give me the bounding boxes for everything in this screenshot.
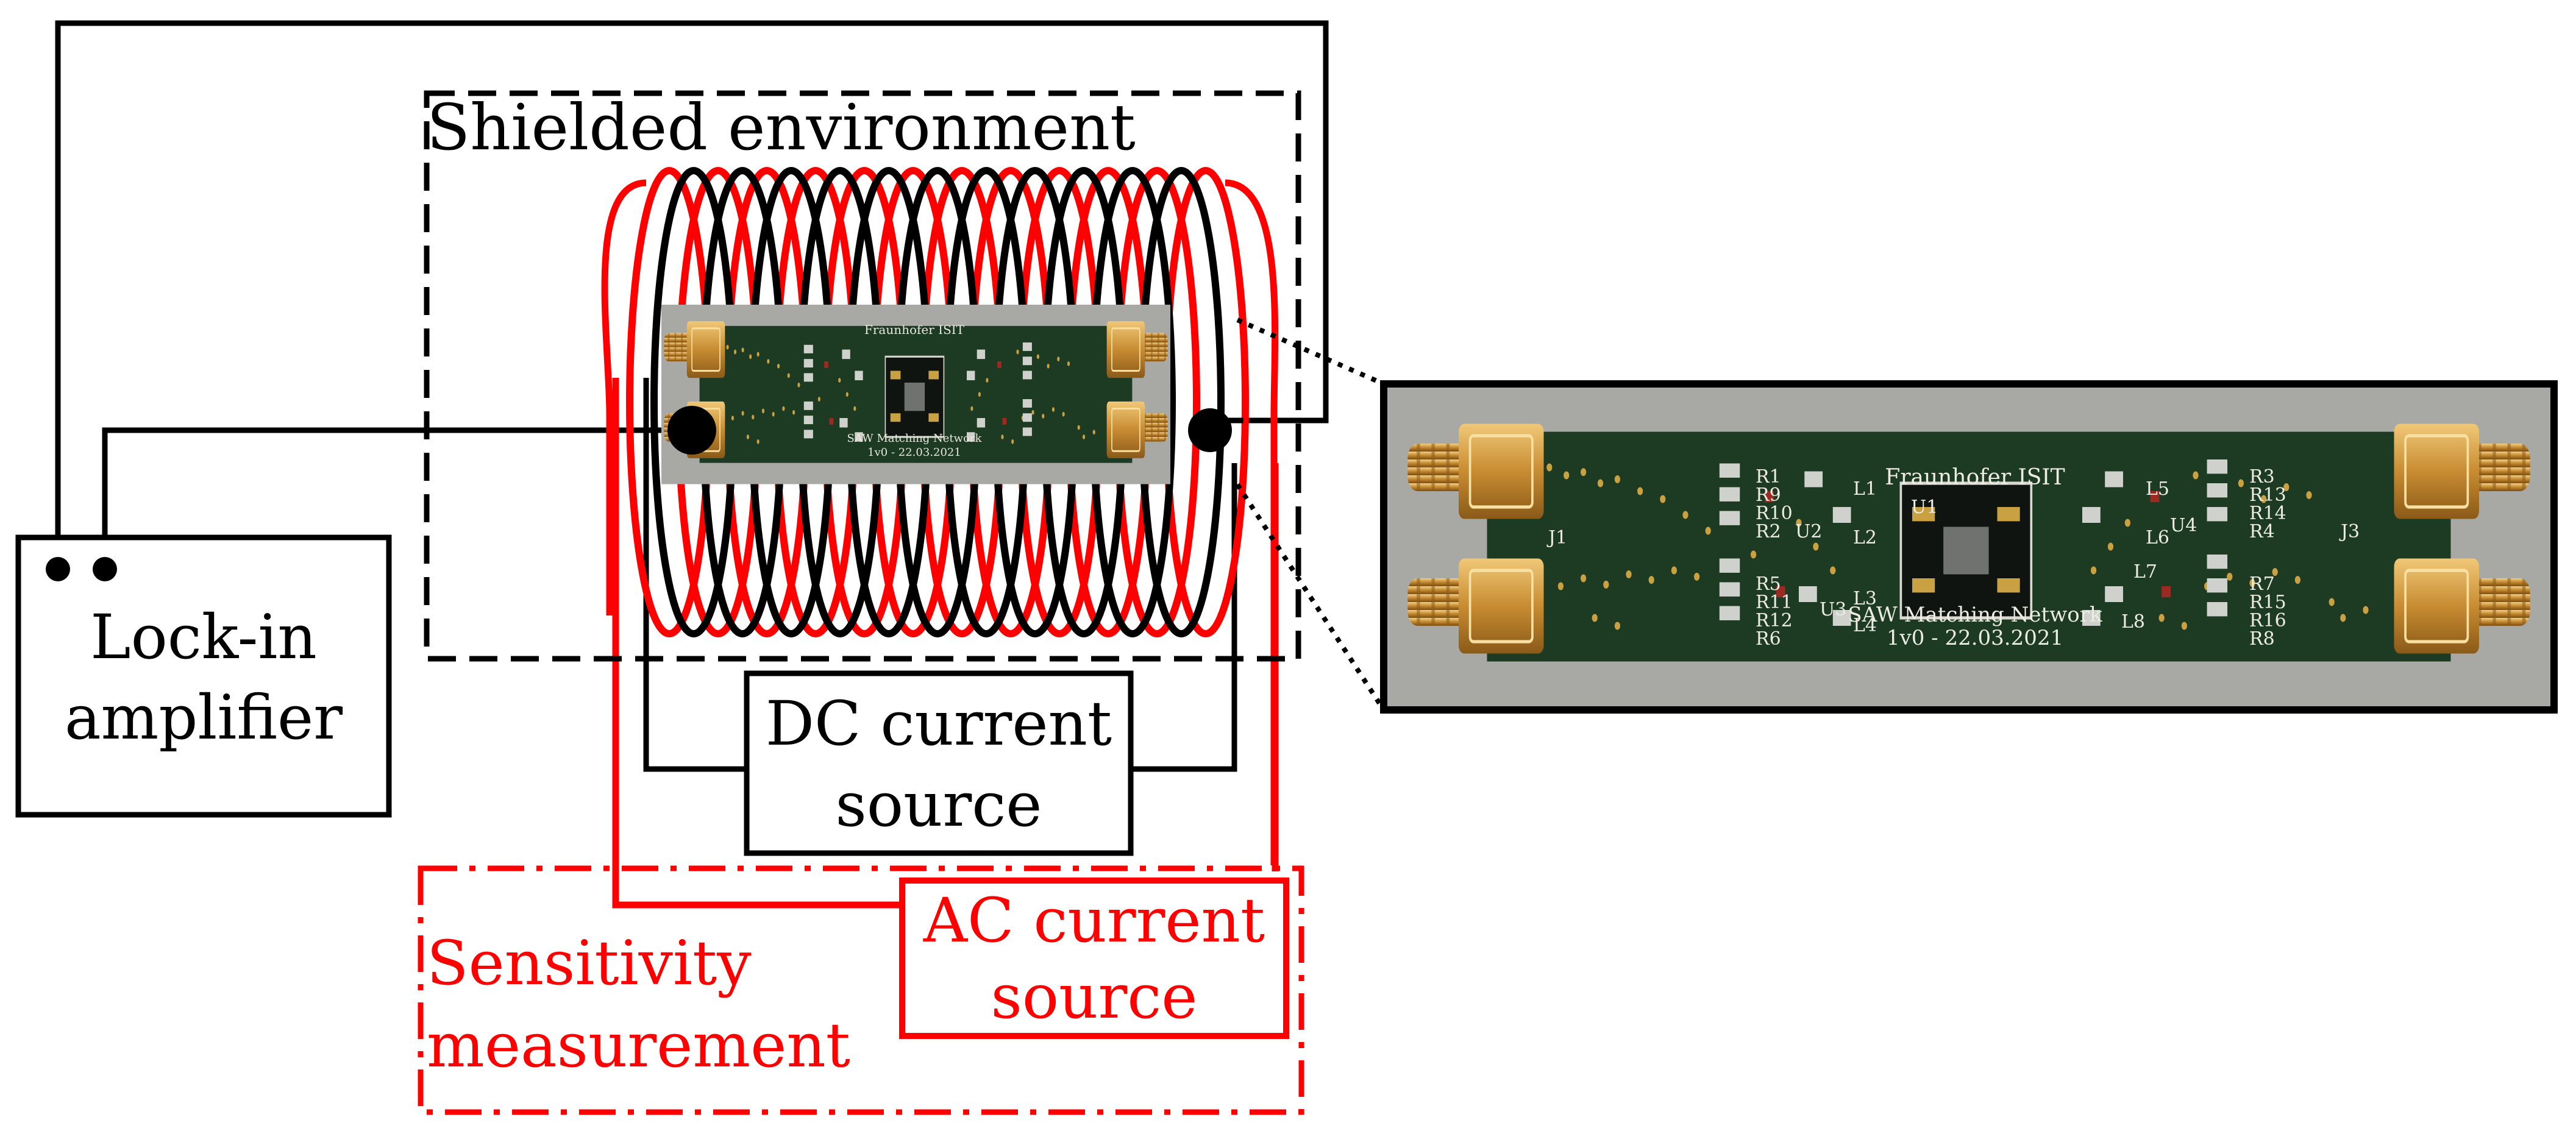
lockin-label-line1: Lock-in (90, 601, 317, 673)
pcb-ref-r7: R7 (2249, 573, 2275, 595)
pcb-small-board-name: SAW Matching Network (847, 432, 983, 445)
pcb-ref-r3: R3 (2249, 466, 2275, 488)
dc-source-label-line2: source (836, 769, 1042, 840)
sensitivity-label-line2: measurement (427, 1010, 850, 1081)
lockin-label-line2: amplifier (65, 682, 343, 753)
pcb-ref-r2: R2 (1756, 521, 1781, 542)
lockin-terminal-2 (93, 557, 117, 581)
pcb-ref-u2: U2 (1795, 521, 1822, 542)
pcb-ref-l5: L5 (2146, 478, 2169, 500)
pcb-ref-r16: R16 (2249, 610, 2286, 631)
pcb-ref-r4: R4 (2249, 521, 2275, 542)
pcb-ref-l3: L3 (1853, 588, 1877, 609)
pcb-zoom-silkscreen: Fraunhofer ISIT SAW Matching Network 1v0… (1546, 465, 2360, 650)
ac-source-wire-left (612, 378, 902, 909)
shielded-environment-label: Shielded environment (427, 90, 1136, 165)
inner-loop-wire (102, 427, 680, 569)
ac-current-source-box (899, 878, 1289, 1039)
pcb-ref-r5: R5 (1756, 573, 1781, 595)
pcb-ref-u4: U4 (2170, 515, 2197, 536)
pcb-board-name: SAW Matching Network (1848, 603, 2102, 627)
dc-source-label-line1: DC current (766, 688, 1112, 759)
pcb-ref-r8: R8 (2249, 628, 2275, 650)
pcb-ref-l1: L1 (1853, 478, 1877, 500)
pcb-ref-r13: R13 (2249, 484, 2286, 506)
lockin-amplifier-box (15, 534, 392, 818)
ac-source-label-line1: AC current (923, 885, 1265, 956)
sensitivity-measurement-box (418, 865, 1304, 1115)
dc-source-wire (643, 378, 747, 772)
pcb-ref-r15: R15 (2249, 592, 2286, 613)
pcb-ref-l4: L4 (1853, 615, 1877, 636)
zoom-line-top (1236, 317, 1385, 386)
pcb-ref-r11: R11 (1756, 592, 1793, 613)
sensitivity-label-line1: Sensitivity (427, 927, 752, 999)
pcb-ref-l8: L8 (2121, 611, 2145, 633)
pcb-ref-r1: R1 (1756, 466, 1781, 488)
left-contact-dot (667, 406, 716, 455)
pcb-ref-r6: R6 (1756, 628, 1781, 650)
pcb-brand: Fraunhofer ISIT (1885, 465, 2065, 490)
pcb-version: 1v0 - 22.03.2021 (1887, 626, 2063, 650)
pcb-ref-j3: J3 (2339, 521, 2360, 542)
zoom-line-bottom (1235, 483, 1386, 712)
pcb-ref-u1: U1 (1911, 497, 1938, 518)
pcb-ref-r14: R14 (2249, 503, 2286, 524)
pcb-ref-r9: R9 (1756, 484, 1781, 506)
pcb-small-version: 1v0 - 22.03.2021 (867, 446, 961, 459)
lockin-terminal-1 (46, 557, 70, 581)
pcb-small-brand: Fraunhofer ISIT (864, 322, 965, 337)
pcb-ref-r12: R12 (1756, 610, 1793, 631)
pcb-ref-l6: L6 (2146, 527, 2169, 548)
pcb-photo-zoomed (1380, 380, 2558, 714)
right-contact-dot (1188, 408, 1232, 452)
pcb-ref-r10: R10 (1756, 503, 1793, 524)
shielded-environment-box (424, 90, 1301, 662)
dc-current-source-box (744, 670, 1134, 856)
pcb-ref-l7: L7 (2133, 561, 2157, 583)
pcb-ref-l2: L2 (1853, 527, 1877, 548)
outer-loop-wire (55, 20, 1329, 569)
pcb-ref-j1: J1 (1546, 527, 1567, 548)
ac-source-label-line2: source (991, 961, 1198, 1032)
pcb-ref-u3: U3 (1820, 599, 1846, 620)
